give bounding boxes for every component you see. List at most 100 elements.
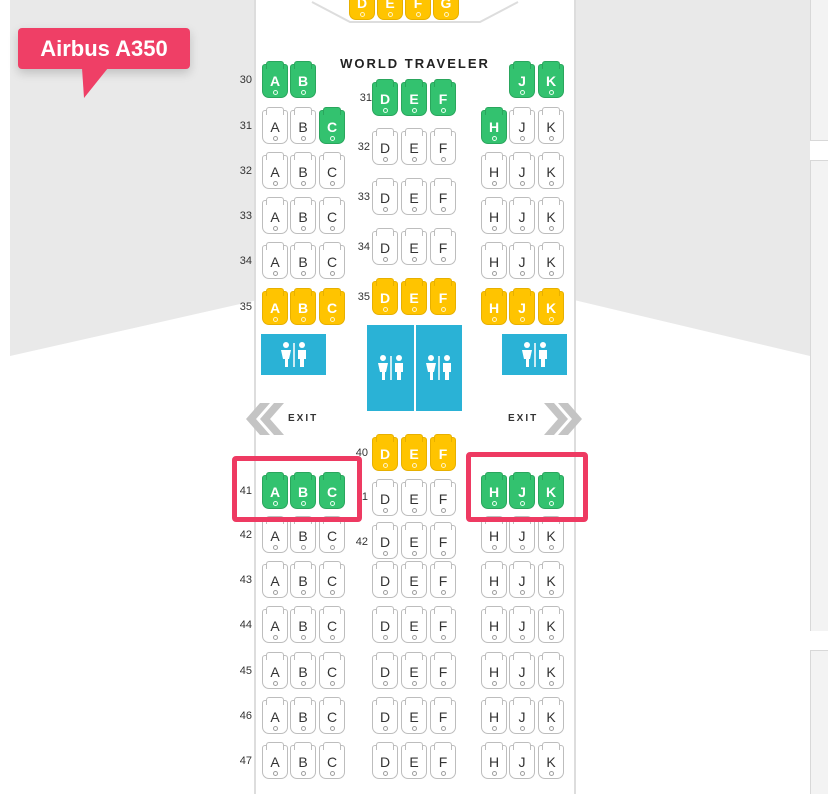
seat-d[interactable]: D [372, 128, 398, 165]
seat-f[interactable]: F [430, 697, 456, 734]
seat-h[interactable]: H [481, 288, 507, 325]
seat-h[interactable]: H [481, 516, 507, 553]
seat-41c[interactable]: C [319, 472, 345, 509]
seat-32a[interactable]: A [262, 152, 288, 189]
seat-f[interactable]: F [430, 79, 456, 116]
seat-e[interactable]: E [401, 434, 427, 471]
seat-34b[interactable]: B [290, 242, 316, 279]
seat-33c[interactable]: C [319, 197, 345, 234]
seat-j[interactable]: J [509, 606, 535, 643]
seat-d[interactable]: D [372, 652, 398, 689]
seat-f[interactable]: F [430, 178, 456, 215]
seat-42c[interactable]: C [319, 516, 345, 553]
seat-32c[interactable]: C [319, 152, 345, 189]
seat-h[interactable]: H [481, 697, 507, 734]
seat-e[interactable]: E [377, 0, 403, 20]
seat-34a[interactable]: A [262, 242, 288, 279]
seat-j[interactable]: J [509, 61, 535, 98]
seat-f[interactable]: F [430, 561, 456, 598]
seat-k[interactable]: K [538, 152, 564, 189]
seat-j[interactable]: J [509, 197, 535, 234]
seat-d[interactable]: D [372, 79, 398, 116]
seat-f[interactable]: F [430, 522, 456, 559]
seat-e[interactable]: E [401, 606, 427, 643]
seat-j[interactable]: J [509, 652, 535, 689]
seat-41a[interactable]: A [262, 472, 288, 509]
seat-33a[interactable]: A [262, 197, 288, 234]
seat-k[interactable]: K [538, 197, 564, 234]
seat-31c[interactable]: C [319, 107, 345, 144]
seat-31b[interactable]: B [290, 107, 316, 144]
seat-k[interactable]: K [538, 472, 564, 509]
seat-e[interactable]: E [401, 697, 427, 734]
seat-47b[interactable]: B [290, 742, 316, 779]
seat-44c[interactable]: C [319, 606, 345, 643]
seat-d[interactable]: D [372, 479, 398, 516]
seat-j[interactable]: J [509, 152, 535, 189]
seat-d[interactable]: D [372, 561, 398, 598]
seat-45b[interactable]: B [290, 652, 316, 689]
seat-f[interactable]: F [405, 0, 431, 20]
seat-h[interactable]: H [481, 197, 507, 234]
seat-h[interactable]: H [481, 652, 507, 689]
seat-35b[interactable]: B [290, 288, 316, 325]
seat-j[interactable]: J [509, 242, 535, 279]
seat-46a[interactable]: A [262, 697, 288, 734]
seat-43a[interactable]: A [262, 561, 288, 598]
seat-d[interactable]: D [372, 606, 398, 643]
seat-k[interactable]: K [538, 516, 564, 553]
seat-e[interactable]: E [401, 178, 427, 215]
seat-35a[interactable]: A [262, 288, 288, 325]
seat-46b[interactable]: B [290, 697, 316, 734]
seat-e[interactable]: E [401, 278, 427, 315]
seat-34c[interactable]: C [319, 242, 345, 279]
seat-d[interactable]: D [372, 278, 398, 315]
seat-h[interactable]: H [481, 107, 507, 144]
seat-47a[interactable]: A [262, 742, 288, 779]
seat-d[interactable]: D [372, 697, 398, 734]
seat-k[interactable]: K [538, 61, 564, 98]
seat-46c[interactable]: C [319, 697, 345, 734]
seat-d[interactable]: D [372, 434, 398, 471]
seat-h[interactable]: H [481, 606, 507, 643]
seat-e[interactable]: E [401, 561, 427, 598]
seat-d[interactable]: D [372, 228, 398, 265]
seat-43b[interactable]: B [290, 561, 316, 598]
seat-d[interactable]: D [372, 742, 398, 779]
seat-f[interactable]: F [430, 434, 456, 471]
seat-43c[interactable]: C [319, 561, 345, 598]
seat-e[interactable]: E [401, 479, 427, 516]
seat-42b[interactable]: B [290, 516, 316, 553]
seat-f[interactable]: F [430, 128, 456, 165]
seat-j[interactable]: J [509, 742, 535, 779]
seat-j[interactable]: J [509, 561, 535, 598]
seat-j[interactable]: J [509, 697, 535, 734]
seat-d[interactable]: D [372, 178, 398, 215]
seat-k[interactable]: K [538, 652, 564, 689]
seat-f[interactable]: F [430, 742, 456, 779]
seat-e[interactable]: E [401, 652, 427, 689]
seat-j[interactable]: J [509, 288, 535, 325]
seat-47c[interactable]: C [319, 742, 345, 779]
seat-k[interactable]: K [538, 697, 564, 734]
seat-44a[interactable]: A [262, 606, 288, 643]
seat-f[interactable]: F [430, 652, 456, 689]
seat-45c[interactable]: C [319, 652, 345, 689]
seat-44b[interactable]: B [290, 606, 316, 643]
seat-j[interactable]: J [509, 472, 535, 509]
seat-k[interactable]: K [538, 242, 564, 279]
seat-d[interactable]: D [372, 522, 398, 559]
seat-e[interactable]: E [401, 79, 427, 116]
seat-f[interactable]: F [430, 479, 456, 516]
seat-k[interactable]: K [538, 606, 564, 643]
seat-41b[interactable]: B [290, 472, 316, 509]
seat-30b[interactable]: B [290, 61, 316, 98]
seat-42a[interactable]: A [262, 516, 288, 553]
seat-e[interactable]: E [401, 742, 427, 779]
seat-32b[interactable]: B [290, 152, 316, 189]
seat-h[interactable]: H [481, 152, 507, 189]
seat-f[interactable]: F [430, 606, 456, 643]
seat-k[interactable]: K [538, 742, 564, 779]
seat-e[interactable]: E [401, 522, 427, 559]
seat-45a[interactable]: A [262, 652, 288, 689]
